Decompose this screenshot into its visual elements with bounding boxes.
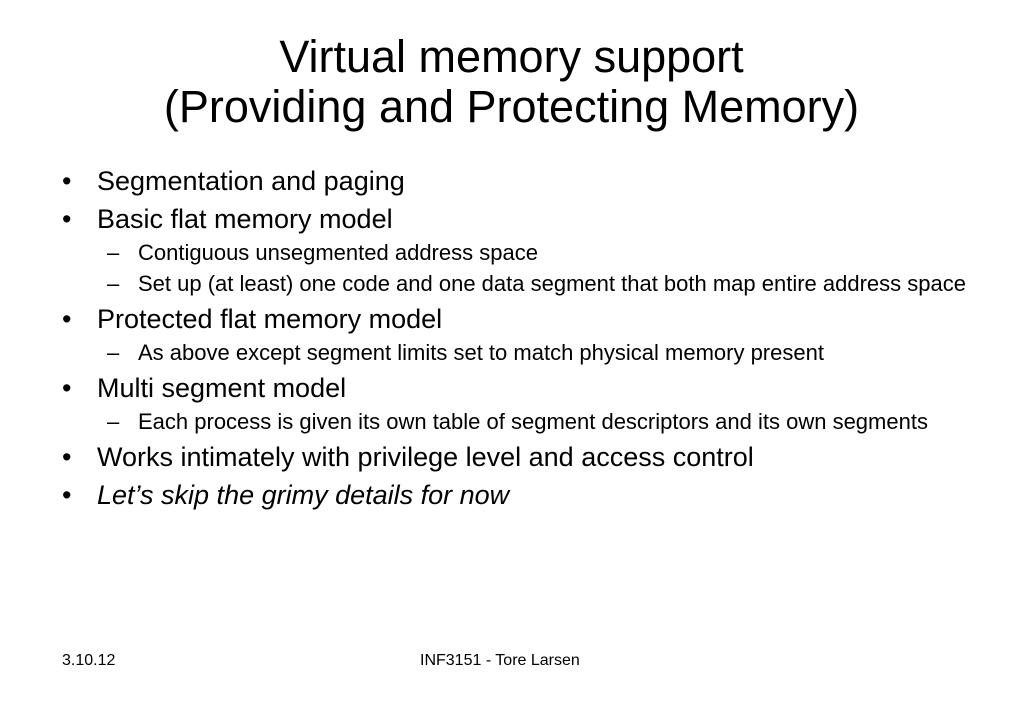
sub-bullet-text: Each process is given its own table of s… <box>138 409 928 434</box>
dash-marker: – <box>107 271 120 296</box>
dash-marker: – <box>107 240 120 265</box>
bullet-item: • Works intimately with privilege level … <box>0 441 1023 473</box>
bullet-marker: • <box>62 373 72 403</box>
dash-marker: – <box>107 340 120 365</box>
title-line-2: (Providing and Protecting Memory) <box>163 81 860 132</box>
sub-bullet-item: – Each process is given its own table of… <box>0 410 1023 434</box>
bullet-text: Basic flat memory model <box>97 204 393 234</box>
sub-bullet-item: – Contiguous unsegmented address space <box>0 241 1023 265</box>
bullet-text: Works intimately with privilege level an… <box>97 442 754 472</box>
bullet-marker: • <box>62 166 72 196</box>
sub-bullet-item: – As above except segment limits set to … <box>0 341 1023 365</box>
sub-bullet-item: – Set up (at least) one code and one dat… <box>0 272 1023 296</box>
bullet-text: Segmentation and paging <box>97 166 405 196</box>
footer-date: 3.10.12 <box>62 652 116 669</box>
sub-bullet-text: Contiguous unsegmented address space <box>138 240 538 265</box>
dash-marker: – <box>107 409 120 434</box>
sub-bullet-text: Set up (at least) one code and one data … <box>138 271 966 296</box>
bullet-text-italic: Let’s skip the grimy details for now <box>97 480 510 510</box>
bullet-item: • Basic flat memory model <box>0 203 1023 235</box>
bullet-item: • Segmentation and paging <box>0 165 1023 197</box>
bullet-item: • Let’s skip the grimy details for now <box>0 479 1023 511</box>
bullet-marker: • <box>62 442 72 472</box>
slide-title: Virtual memory support (Providing and Pr… <box>0 32 1023 132</box>
footer-course-author: INF3151 - Tore Larsen <box>420 652 580 669</box>
title-line-1: Virtual memory support <box>279 31 744 82</box>
bullet-list: • Segmentation and paging • Basic flat m… <box>0 165 1023 517</box>
bullet-item: • Multi segment model <box>0 372 1023 404</box>
bullet-text: Multi segment model <box>97 373 347 403</box>
bullet-marker: • <box>62 204 72 234</box>
bullet-text: Protected flat memory model <box>97 304 443 334</box>
bullet-marker: • <box>62 304 72 334</box>
sub-bullet-text: As above except segment limits set to ma… <box>138 340 824 365</box>
bullet-marker: • <box>62 480 72 510</box>
bullet-item: • Protected flat memory model <box>0 303 1023 335</box>
